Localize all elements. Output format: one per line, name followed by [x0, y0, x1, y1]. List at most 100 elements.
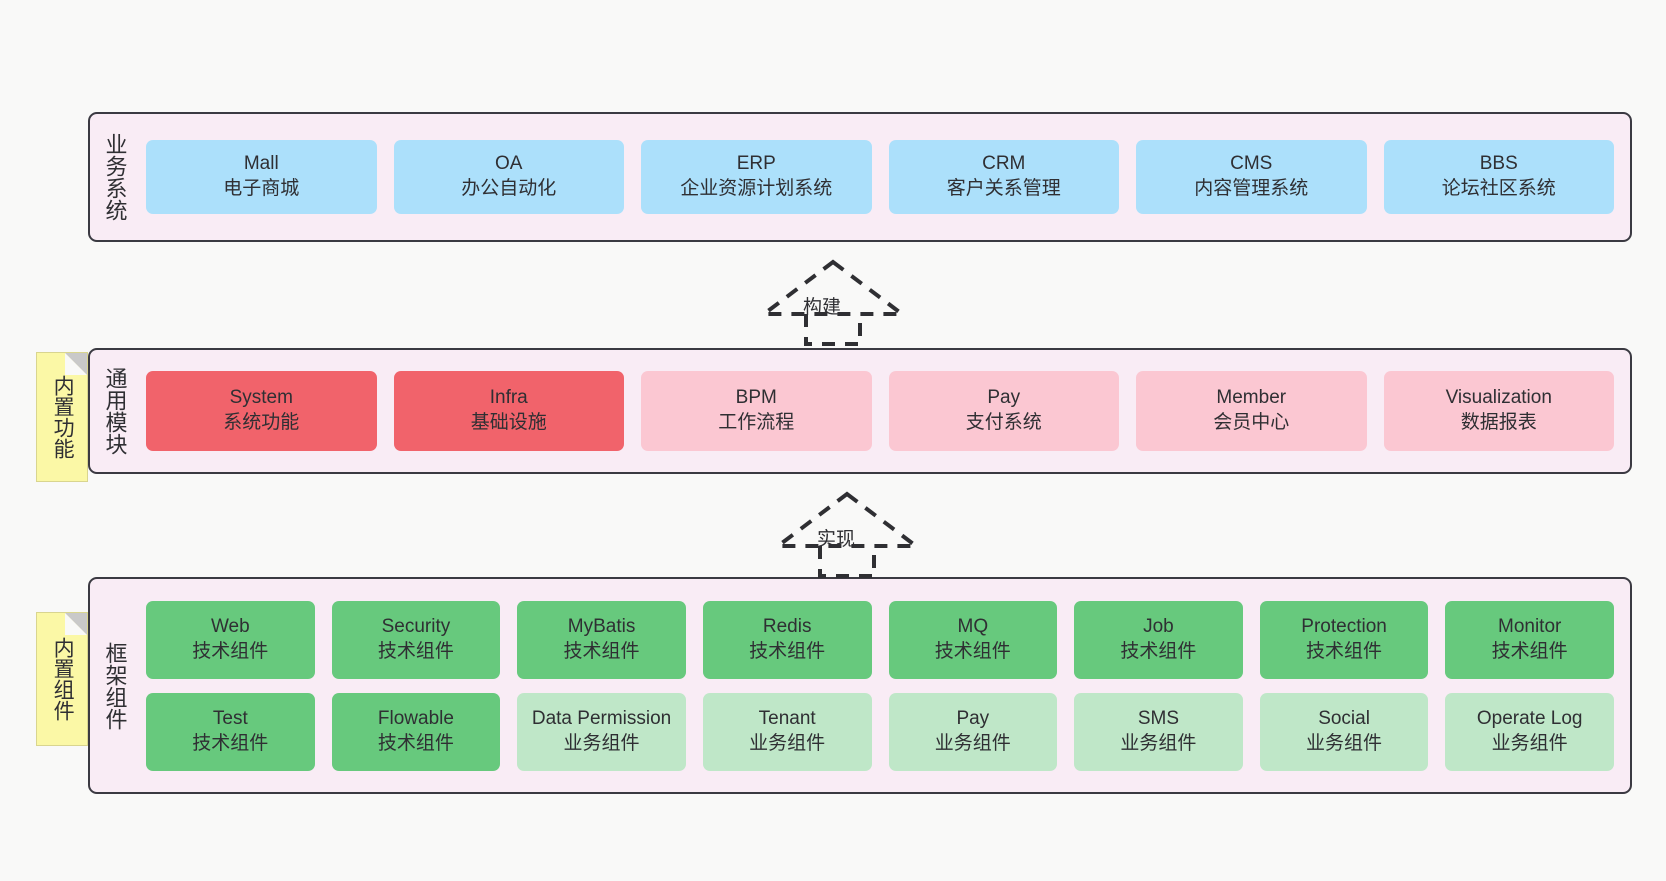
card-title: Job	[1143, 615, 1174, 637]
card-row: Mall 电子商城 OA 办公自动化 ERP 企业资源计划系统 CRM 客户关系…	[146, 140, 1614, 214]
card-subtitle: 业务组件	[1306, 732, 1383, 754]
card-title: Test	[212, 707, 248, 729]
card-test[interactable]: Test 技术组件	[146, 692, 315, 771]
section-body-business-systems: Mall 电子商城 OA 办公自动化 ERP 企业资源计划系统 CRM 客户关系…	[140, 114, 1630, 240]
card-title: MQ	[957, 615, 989, 637]
card-title: Protection	[1301, 615, 1387, 637]
card-member[interactable]: Member 会员中心	[1136, 371, 1367, 451]
connector-label-build: 构建	[803, 297, 842, 318]
section-title-common-modules: 通用模块	[102, 367, 128, 455]
card-subtitle: 技术组件	[1120, 640, 1197, 662]
card-subtitle: 内容管理系统	[1194, 178, 1309, 199]
card-title: CMS	[1230, 153, 1273, 175]
note-builtin-function: 内置功能	[36, 352, 88, 482]
card-subtitle: 电子商城	[223, 178, 300, 199]
card-cms[interactable]: CMS 内容管理系统	[1136, 140, 1367, 214]
card-title: Member	[1216, 387, 1287, 409]
card-title: Pay	[987, 387, 1021, 409]
card-subtitle: 技术组件	[934, 640, 1011, 662]
card-title: Tenant	[758, 707, 816, 729]
card-pay-module[interactable]: Pay 支付系统	[888, 371, 1119, 451]
card-monitor[interactable]: Monitor 技术组件	[1445, 600, 1614, 679]
section-title-business-systems: 业务系统	[102, 133, 128, 221]
section-title-framework-components: 框架组件	[102, 641, 128, 730]
card-subtitle: 工作流程	[718, 412, 795, 433]
card-title: Visualization	[1445, 387, 1552, 409]
card-row: Web 技术组件 Security 技术组件 MyBatis 技术组件 Redi…	[146, 600, 1614, 679]
card-subtitle: 数据报表	[1460, 412, 1537, 433]
card-subtitle: 论坛社区系统	[1441, 178, 1556, 199]
card-subtitle: 系统功能	[223, 412, 300, 433]
card-title: Redis	[762, 615, 812, 637]
card-bpm[interactable]: BPM 工作流程	[641, 371, 872, 451]
card-subtitle: 技术组件	[1491, 640, 1568, 662]
card-title: Monitor	[1498, 615, 1562, 637]
card-subtitle: 基础设施	[470, 412, 547, 433]
section-common-modules: 通用模块 System 系统功能 Infra 基础设施 BPM 工作流程 Pay…	[88, 348, 1632, 474]
card-job[interactable]: Job 技术组件	[1074, 600, 1243, 679]
card-crm[interactable]: CRM 客户关系管理	[888, 140, 1119, 214]
card-subtitle: 支付系统	[965, 412, 1042, 433]
card-pay-component[interactable]: Pay 业务组件	[888, 692, 1058, 771]
card-title: Infra	[489, 387, 528, 409]
note-label: 内置功能	[51, 375, 75, 459]
card-web[interactable]: Web 技术组件	[146, 600, 315, 679]
card-row: Test 技术组件 Flowable 技术组件 Data Permission …	[146, 692, 1614, 771]
card-title: BPM	[735, 387, 777, 409]
card-flowable[interactable]: Flowable 技术组件	[331, 692, 501, 771]
card-title: MyBatis	[567, 615, 636, 637]
card-subtitle: 技术组件	[377, 732, 454, 754]
connector-implement: 实现	[772, 490, 922, 578]
card-redis[interactable]: Redis 技术组件	[702, 600, 872, 679]
card-subtitle: 技术组件	[192, 732, 269, 754]
card-social[interactable]: Social 业务组件	[1259, 692, 1429, 771]
card-subtitle: 业务组件	[1491, 732, 1568, 754]
card-data-permission[interactable]: Data Permission 业务组件	[517, 692, 686, 771]
card-title: Operate Log	[1476, 707, 1583, 729]
card-title: BBS	[1479, 153, 1518, 175]
card-oa[interactable]: OA 办公自动化	[393, 140, 624, 214]
card-subtitle: 业务组件	[749, 732, 826, 754]
card-sms[interactable]: SMS 业务组件	[1074, 692, 1243, 771]
card-protection[interactable]: Protection 技术组件	[1259, 600, 1429, 679]
card-infra[interactable]: Infra 基础设施	[393, 371, 624, 451]
card-title: SMS	[1137, 707, 1180, 729]
card-subtitle: 技术组件	[563, 640, 640, 662]
card-operate-log[interactable]: Operate Log 业务组件	[1445, 692, 1614, 771]
card-tenant[interactable]: Tenant 业务组件	[702, 692, 872, 771]
card-subtitle: 业务组件	[934, 732, 1011, 754]
connector-label-implement: 实现	[817, 529, 856, 550]
card-title: System	[229, 387, 293, 409]
card-title: ERP	[736, 153, 776, 175]
card-visualization[interactable]: Visualization 数据报表	[1383, 371, 1614, 451]
card-mq[interactable]: MQ 技术组件	[888, 600, 1058, 679]
card-subtitle: 技术组件	[749, 640, 826, 662]
section-body-framework-components: Web 技术组件 Security 技术组件 MyBatis 技术组件 Redi…	[140, 579, 1630, 792]
card-subtitle: 业务组件	[563, 732, 640, 754]
card-system[interactable]: System 系统功能	[146, 371, 377, 451]
card-title: Social	[1318, 707, 1370, 729]
card-subtitle: 技术组件	[1306, 640, 1383, 662]
card-subtitle: 会员中心	[1213, 412, 1290, 433]
card-title: Web	[210, 615, 250, 637]
card-subtitle: 客户关系管理	[946, 178, 1061, 199]
card-mall[interactable]: Mall 电子商城	[146, 140, 377, 214]
card-title: Security	[381, 615, 451, 637]
connector-stem	[818, 546, 876, 578]
section-framework-components: 框架组件 Web 技术组件 Security 技术组件 MyBatis 技术组件…	[88, 577, 1632, 794]
note-builtin-component: 内置组件	[36, 612, 88, 746]
card-subtitle: 技术组件	[192, 640, 269, 662]
card-mybatis[interactable]: MyBatis 技术组件	[517, 600, 686, 679]
card-security[interactable]: Security 技术组件	[331, 600, 501, 679]
section-body-common-modules: System 系统功能 Infra 基础设施 BPM 工作流程 Pay 支付系统…	[140, 350, 1630, 472]
note-label: 内置组件	[51, 637, 75, 721]
card-subtitle: 业务组件	[1120, 732, 1197, 754]
card-erp[interactable]: ERP 企业资源计划系统	[641, 140, 872, 214]
card-title: OA	[495, 153, 523, 175]
card-subtitle: 办公自动化	[461, 178, 557, 199]
card-bbs[interactable]: BBS 论坛社区系统	[1383, 140, 1614, 214]
card-title: Pay	[956, 707, 990, 729]
card-row: System 系统功能 Infra 基础设施 BPM 工作流程 Pay 支付系统…	[146, 371, 1614, 451]
card-subtitle: 技术组件	[377, 640, 454, 662]
